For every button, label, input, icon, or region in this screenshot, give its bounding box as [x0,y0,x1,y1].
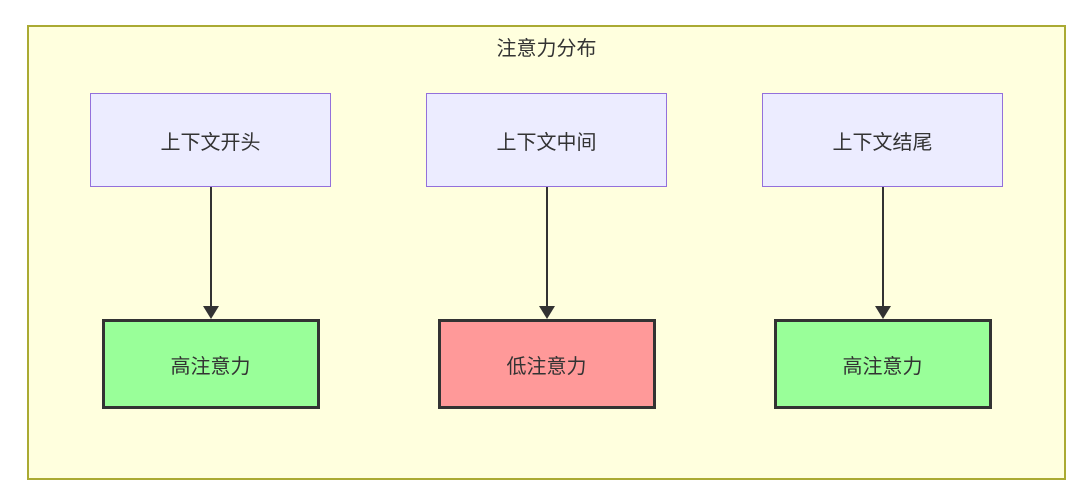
diagram-title: 注意力分布 [496,38,597,60]
result-node-label: 高注意力 [170,355,251,378]
arrow-line [545,187,548,306]
flow-column-end: 上下文结尾 高注意力 [762,93,1003,409]
arrow-head-icon [538,306,555,319]
attention-distribution-diagram: 注意力分布 上下文开头 高注意力 上下文中间 低注意力 [27,25,1066,480]
source-node-context-middle: 上下文中间 [426,93,667,187]
source-node-label: 上下文开头 [160,131,261,154]
source-node-label: 上下文中间 [496,131,597,154]
arrow-head-icon [874,306,891,319]
flow-column-start: 上下文开头 高注意力 [90,93,331,409]
arrow-line [881,187,884,306]
result-node-label: 低注意力 [506,355,587,378]
flow-column-middle: 上下文中间 低注意力 [426,93,667,409]
source-node-context-end: 上下文结尾 [762,93,1003,187]
arrow-down [538,187,555,319]
result-node-high-attention: 高注意力 [773,319,992,409]
result-node-low-attention: 低注意力 [437,319,656,409]
arrow-down [202,187,219,319]
result-node-high-attention: 高注意力 [101,319,320,409]
source-node-context-start: 上下文开头 [90,93,331,187]
flow-columns: 上下文开头 高注意力 上下文中间 低注意力 上下文结 [90,93,1003,409]
result-node-label: 高注意力 [842,355,923,378]
arrow-head-icon [202,306,219,319]
arrow-line [209,187,212,306]
arrow-down [874,187,891,319]
source-node-label: 上下文结尾 [832,131,933,154]
